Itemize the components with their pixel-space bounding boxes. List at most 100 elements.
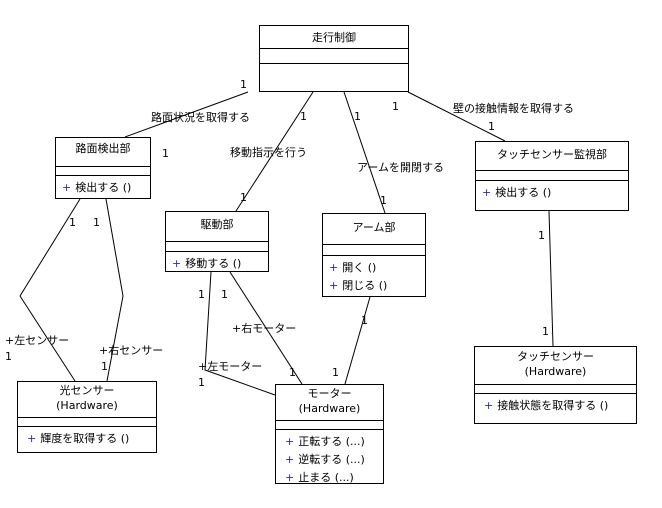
operation-label: 止まる (...) — [298, 471, 354, 484]
multiplicity: 1 — [198, 288, 205, 301]
operations-section: +移動する () — [166, 252, 268, 276]
assoc-drive-motor-left — [204, 271, 276, 396]
operation-label: 移動する () — [185, 257, 242, 270]
multiplicity: 1 — [361, 314, 368, 327]
class-stereotype: (Hardware) — [56, 399, 118, 412]
attributes-section — [56, 167, 150, 176]
assoc-road-light-left — [19, 198, 81, 382]
multiplicity: 1 — [101, 360, 108, 373]
class-name: 駆動部 — [166, 212, 268, 242]
operation: +閉じる () — [329, 277, 419, 295]
attributes-section — [323, 245, 425, 256]
class-name: モーター (Hardware) — [276, 385, 383, 421]
visibility-marker: + — [62, 181, 72, 194]
class-light-sensor[interactable]: 光センサー (Hardware) +輝度を取得する () — [17, 381, 157, 453]
multiplicity: 1 — [5, 350, 12, 363]
operations-section: +検出する () — [476, 181, 628, 205]
operation-label: 開く () — [342, 261, 377, 274]
assoc-control-touchmon — [407, 91, 506, 142]
operation-label: 検出する () — [75, 181, 132, 194]
operation: +検出する () — [62, 179, 144, 197]
operation-label: 逆転する (...) — [298, 453, 365, 466]
assoc-label-move: 移動指示を行う — [230, 146, 307, 159]
visibility-marker: + — [329, 261, 339, 274]
operations-section: +接触状態を取得する () — [475, 394, 636, 418]
visibility-marker: + — [285, 435, 295, 448]
operation: +開く () — [329, 259, 419, 277]
operation: +輝度を取得する () — [27, 430, 150, 448]
class-title: モーター — [307, 387, 352, 400]
role-right-sensor: +右センサー — [99, 344, 164, 357]
operation: +逆転する (...) — [285, 451, 377, 469]
class-drive-unit[interactable]: 駆動部 +移動する () — [165, 211, 269, 272]
visibility-marker: + — [172, 257, 182, 270]
attributes-section — [18, 418, 156, 427]
assoc-control-road — [124, 91, 249, 138]
operation: +接触状態を取得する () — [484, 397, 630, 415]
assoc-touchmon-touch — [548, 210, 554, 347]
class-name: 光センサー (Hardware) — [18, 382, 156, 418]
role-right-motor: +右モーター — [232, 322, 297, 335]
multiplicity: 1 — [198, 376, 205, 389]
class-stereotype: (Hardware) — [524, 365, 587, 378]
operation-label: 正転する (...) — [298, 435, 365, 448]
class-touch-monitor[interactable]: タッチセンサー監視部 +検出する () — [475, 141, 629, 211]
role-left-sensor: +左センサー — [5, 334, 70, 347]
class-touch-sensor[interactable]: タッチセンサー (Hardware) +接触状態を取得する () — [474, 346, 637, 424]
attributes-section — [476, 171, 628, 181]
visibility-marker: + — [27, 432, 37, 445]
assoc-label-road: 路面状況を取得する — [151, 111, 250, 124]
assoc-label-arm: アームを開閉する — [357, 161, 445, 174]
multiplicity: 1 — [542, 325, 549, 338]
multiplicity: 1 — [162, 147, 169, 160]
multiplicity: 1 — [240, 78, 247, 91]
class-travel-control[interactable]: 走行制御 — [259, 25, 409, 92]
operation: +正転する (...) — [285, 433, 377, 451]
multiplicity: 1 — [488, 120, 495, 133]
multiplicity: 1 — [332, 366, 339, 379]
class-road-detector[interactable]: 路面検出部 +検出する () — [55, 137, 151, 199]
operations-section: +検出する () — [56, 176, 150, 200]
multiplicity: 1 — [69, 216, 76, 229]
multiplicity: 1 — [392, 100, 399, 113]
multiplicity: 1 — [289, 366, 296, 379]
assoc-label-wall: 壁の接触情報を取得する — [453, 102, 574, 115]
operation: +止まる (...) — [285, 469, 377, 487]
class-name: 路面検出部 — [56, 138, 150, 167]
multiplicity: 1 — [240, 191, 247, 204]
operations-section — [260, 64, 408, 78]
operation: +移動する () — [172, 255, 262, 273]
assoc-arm-motor — [344, 296, 371, 385]
class-name: タッチセンサー監視部 — [476, 142, 628, 171]
multiplicity: 1 — [300, 110, 307, 123]
multiplicity: 1 — [354, 110, 361, 123]
visibility-marker: + — [482, 186, 492, 199]
multiplicity: 1 — [380, 194, 387, 207]
attributes-section — [166, 242, 268, 252]
visibility-marker: + — [285, 471, 295, 484]
attributes-section — [260, 49, 408, 64]
class-motor[interactable]: モーター (Hardware) +正転する (...) +逆転する (...) … — [275, 384, 384, 484]
operations-section: +開く () +閉じる () — [323, 256, 425, 298]
visibility-marker: + — [484, 399, 494, 412]
class-name: タッチセンサー (Hardware) — [475, 347, 636, 385]
operation-label: 閉じる () — [342, 279, 388, 292]
multiplicity: 1 — [93, 216, 100, 229]
class-stereotype: (Hardware) — [298, 402, 361, 415]
assoc-drive-motor-right — [229, 271, 303, 385]
operation-label: 輝度を取得する () — [40, 432, 130, 445]
class-arm-unit[interactable]: アーム部 +開く () +閉じる () — [322, 213, 426, 297]
assoc-control-arm — [343, 91, 386, 214]
class-name: アーム部 — [323, 214, 425, 245]
attributes-section — [276, 421, 383, 430]
operation-label: 接触状態を取得する () — [497, 399, 609, 412]
class-title: タッチセンサー — [517, 350, 594, 363]
operation-label: 検出する () — [495, 186, 552, 199]
operations-section: +正転する (...) +逆転する (...) +止まる (...) — [276, 430, 383, 490]
visibility-marker: + — [285, 453, 295, 466]
class-name: 走行制御 — [260, 26, 408, 49]
attributes-section — [475, 385, 636, 394]
multiplicity: 1 — [221, 288, 228, 301]
